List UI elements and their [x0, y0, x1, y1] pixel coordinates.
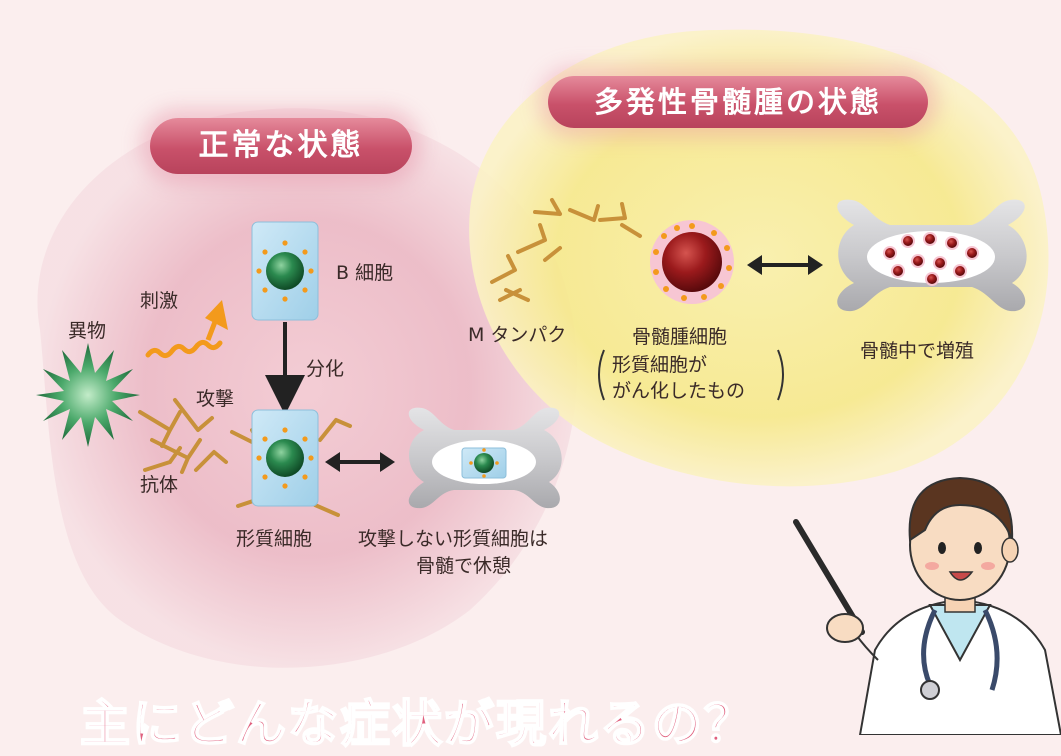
plasma-cell-label: 形質細胞	[236, 528, 313, 550]
pointer-stick-icon	[793, 519, 865, 635]
m-protein-label: M タンパク	[468, 324, 567, 346]
myeloma-cell	[650, 220, 734, 304]
b-cell	[251, 221, 319, 321]
paren-left	[598, 349, 605, 401]
foreign-body-icon	[36, 343, 140, 447]
myeloma-paren-line2: がん化したもの	[612, 380, 746, 402]
pink-background-blob	[37, 108, 578, 668]
bone-icon-resting	[408, 407, 562, 509]
myeloma-cell-label: 骨髄腫細胞	[632, 326, 728, 348]
bottom-question-heading: 主にどんな症状が現れるの？	[79, 694, 756, 754]
differentiation-label: 分化	[306, 358, 345, 380]
bone-icon-proliferation	[837, 199, 1027, 312]
proliferated-cells	[883, 232, 979, 286]
plasma-cell	[251, 409, 319, 507]
antibody-label: 抗体	[140, 474, 179, 496]
stimulus-label: 刺激	[140, 290, 179, 312]
double-arrow-left	[325, 452, 395, 472]
double-arrow-right	[747, 255, 823, 275]
wavy-arrow-icon	[145, 300, 228, 359]
myeloma-paren-line1: 形質細胞が	[612, 354, 708, 376]
paren-right	[777, 349, 784, 401]
b-cell-label: B 細胞	[336, 262, 394, 284]
resting-label-line1: 攻撃しない形質細胞は	[358, 528, 549, 550]
diagram-graphics	[36, 29, 1061, 735]
attack-label: 攻撃	[196, 388, 235, 410]
doctor-illustration	[793, 476, 1061, 735]
resting-label-line2: 骨髄で休憩	[416, 555, 512, 577]
myeloma-state-heading: 多発性骨髄腫の状態	[548, 76, 928, 128]
m-protein-icon	[490, 198, 642, 302]
foreign-body-label: 異物	[68, 320, 107, 342]
normal-state-heading: 正常な状態	[150, 118, 412, 174]
diagram-stage: 正常な状態 多発性骨髄腫の状態 異物 刺激 B 細胞 分化 攻撃 抗体 形質細胞…	[36, 29, 1061, 754]
proliferation-label: 骨髄中で増殖	[860, 340, 975, 362]
